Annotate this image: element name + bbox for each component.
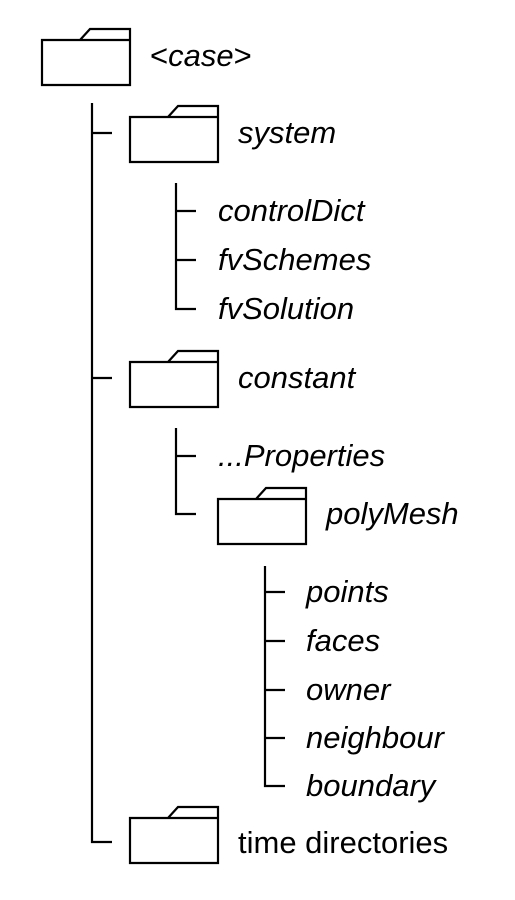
- folder-icon: [128, 104, 220, 164]
- file-points: points: [306, 574, 389, 609]
- folder-icon: [128, 349, 220, 409]
- file-properties: ...Properties: [218, 438, 386, 473]
- folder-icon: [40, 27, 132, 87]
- file-fvsolution: fvSolution: [218, 291, 355, 326]
- trunk-line-polymesh: [263, 566, 285, 788]
- file-faces: faces: [306, 623, 381, 658]
- file-owner: owner: [306, 672, 391, 707]
- trunk-line-constant: [174, 428, 196, 516]
- trunk-line-root: [90, 103, 112, 844]
- file-fvschemes: fvSchemes: [218, 242, 372, 277]
- root-left-bracket: <: [150, 38, 169, 73]
- file-boundary: boundary: [306, 768, 436, 803]
- root-folder-label: <case>: [150, 40, 252, 71]
- folder-icon: [128, 805, 220, 865]
- system-folder-label: system: [238, 115, 337, 150]
- root-case-name: case: [168, 38, 234, 73]
- root-right-bracket: >: [233, 38, 252, 73]
- folder-icon: [216, 486, 308, 546]
- constant-folder-label: constant: [238, 360, 356, 395]
- file-neighbour: neighbour: [306, 720, 444, 755]
- time-directories-label: time directories: [238, 825, 449, 860]
- trunk-line-system: [174, 183, 196, 311]
- polymesh-folder-label: polyMesh: [326, 496, 459, 531]
- file-controldict: controlDict: [218, 193, 365, 228]
- tree-connectors: [90, 103, 285, 844]
